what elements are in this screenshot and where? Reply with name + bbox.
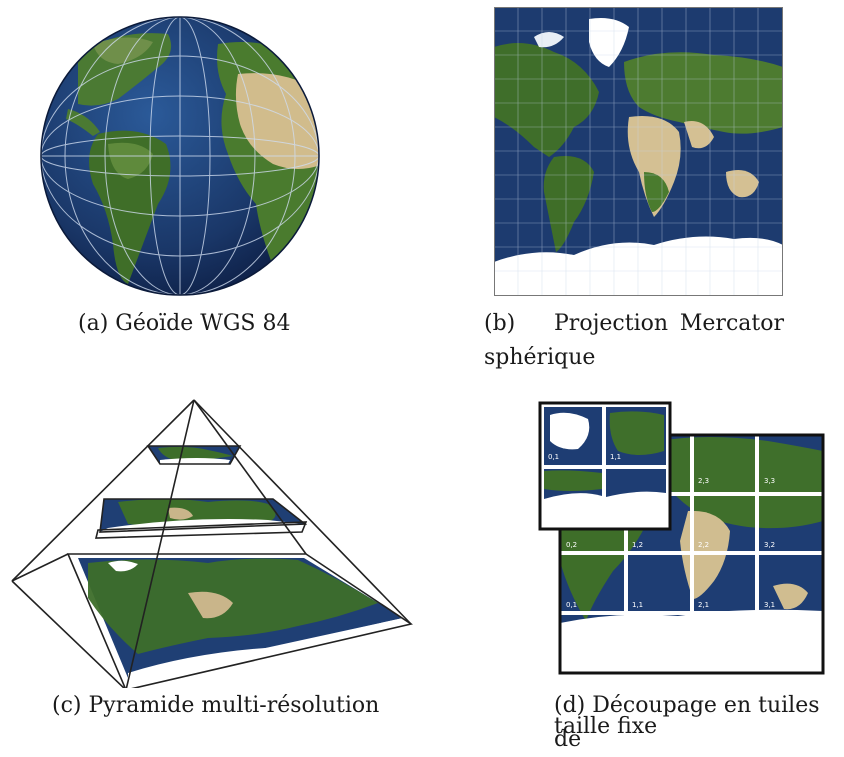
- caption-b-line1: (b) Projection Mercator: [484, 307, 784, 341]
- tile-label-0-2: 0,2: [566, 541, 577, 549]
- panel-b-mercator: [494, 7, 783, 296]
- mercator-map-image: [494, 7, 783, 296]
- tile-label-0-1: 0,1: [566, 601, 577, 609]
- caption-a: (a) Géoïde WGS 84: [78, 311, 291, 336]
- caption-d-line1: (d) Découpage en tuiles de: [554, 693, 820, 752]
- tiles-image: 0,1 1,1 2,3 3,3 0,2 1,2 2,2 3,2 0,1 1,1 …: [538, 401, 825, 675]
- tile-label-2-3: 2,3: [698, 477, 709, 485]
- tile-label-1-2: 1,2: [632, 541, 643, 549]
- tile-label-1-1: 1,1: [632, 601, 643, 609]
- panel-d-tiles: 0,1 1,1 2,3 3,3 0,2 1,2 2,2 3,2 0,1 1,1 …: [538, 401, 826, 679]
- caption-b-label: (b): [484, 311, 516, 336]
- caption-d-line2: taille fixe: [554, 714, 658, 739]
- tile-label-3-2: 3,2: [764, 541, 775, 549]
- panel-a-globe: [38, 14, 322, 298]
- tile-label-1-1-small: 1,1: [610, 453, 621, 461]
- caption-b-line2: sphérique: [484, 345, 596, 370]
- tile-label-3-1: 3,1: [764, 601, 775, 609]
- globe-image: [40, 16, 320, 296]
- tile-label-3-3: 3,3: [764, 477, 775, 485]
- caption-b-word2: Mercator: [679, 311, 784, 336]
- tile-label-2-1: 2,1: [698, 601, 709, 609]
- tile-label-2-2: 2,2: [698, 541, 709, 549]
- caption-b-word1: Projection: [554, 311, 669, 336]
- caption-c: (c) Pyramide multi-résolution: [52, 693, 380, 718]
- pyramid-image: [11, 399, 413, 688]
- panel-c-pyramid: [8, 398, 428, 688]
- tile-label-0-1-small: 0,1: [548, 453, 559, 461]
